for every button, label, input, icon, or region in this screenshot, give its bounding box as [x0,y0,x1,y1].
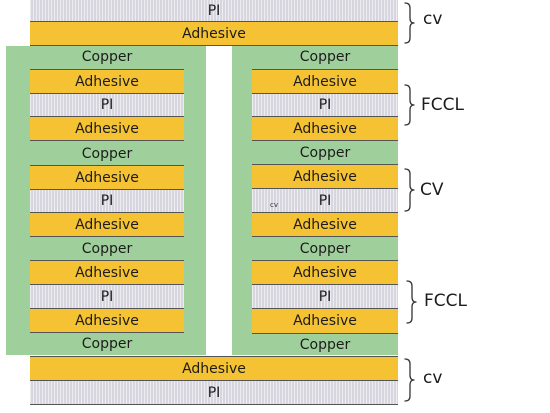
right-adhesive-4-label: Adhesive [293,216,357,233]
left-copper-1: Copper [30,46,184,68]
small-cv-annotation: cv [270,201,278,209]
right-adhesive-1-label: Adhesive [293,73,357,90]
right-adhesive-2-label: Adhesive [293,120,357,137]
left-pi-3: PI [30,285,184,309]
left-pi-2-label: PI [100,193,114,209]
right-pi-1: PI [252,94,398,117]
left-adhesive-6-label: Adhesive [75,312,139,329]
brace-bottom-cv [404,358,415,402]
left-adhesive-1: Adhesive [30,69,184,94]
right-copper-4: Copper [252,334,398,355]
group-label-fccl-1: FCCL [421,95,464,115]
left-copper-2-label: Copper [81,145,133,162]
right-adhesive-3-label: Adhesive [293,168,357,185]
left-pi-2: PI [30,190,184,213]
right-copper-1-label: Copper [299,49,351,65]
left-adhesive-3-label: Adhesive [75,169,139,186]
left-adhesive-4: Adhesive [30,213,184,237]
right-pi-1-label: PI [318,97,332,113]
bottom-pi-layer: PI [30,381,398,405]
right-pi-2-label: PI [318,192,332,209]
right-adhesive-1: Adhesive [252,69,398,94]
right-copper-2: Copper [252,142,398,164]
left-pi-3-label: PI [100,288,114,305]
top-adhesive-label: Adhesive [182,25,246,42]
left-adhesive-6: Adhesive [30,309,184,333]
top-pi-layer: PI [30,0,398,22]
left-adhesive-2-label: Adhesive [75,120,139,137]
left-adhesive-4-label: Adhesive [75,216,139,233]
group-label-cv-middle: CV [420,180,444,200]
right-adhesive-6: Adhesive [252,309,398,334]
left-copper-3-label: Copper [81,241,133,257]
right-copper-2-label: Copper [299,145,351,161]
right-pi-3-label: PI [318,288,332,305]
right-adhesive-5-label: Adhesive [293,264,357,281]
left-adhesive-1-label: Adhesive [75,73,139,90]
center-slot [206,46,232,355]
left-copper-3: Copper [30,238,184,260]
right-adhesive-6-label: Adhesive [293,313,357,329]
right-adhesive-3: Adhesive [252,164,398,189]
group-label-top-cv: cv [423,9,443,29]
left-copper-1-label: Copper [81,49,133,65]
right-pi-3: PI [252,285,398,309]
brace-top-cv [404,2,415,44]
right-copper-1: Copper [252,46,398,68]
brace-fccl-1 [404,84,415,126]
brace-fccl-2 [406,280,417,324]
left-adhesive-2: Adhesive [30,117,184,141]
left-adhesive-3: Adhesive [30,165,184,190]
group-label-fccl-2: FCCL [424,291,467,311]
left-pi-1-label: PI [100,97,114,113]
brace-cv-middle [404,168,415,212]
right-copper-4-label: Copper [299,336,351,353]
left-copper-4: Copper [30,333,184,355]
bottom-adhesive-layer: Adhesive [30,356,398,381]
top-pi-label: PI [207,2,221,19]
left-adhesive-5: Adhesive [30,260,184,285]
right-pi-2: PI [252,189,398,213]
left-adhesive-5-label: Adhesive [75,264,139,281]
right-adhesive-4: Adhesive [252,213,398,237]
bottom-pi-label: PI [207,384,221,401]
right-adhesive-5: Adhesive [252,260,398,285]
left-pi-1: PI [30,94,184,117]
left-copper-4-label: Copper [81,336,133,352]
right-copper-3: Copper [252,237,398,260]
group-label-bottom-cv: cv [423,368,443,388]
left-copper-2: Copper [30,142,184,165]
right-adhesive-2: Adhesive [252,117,398,141]
bottom-adhesive-label: Adhesive [182,360,246,377]
right-copper-3-label: Copper [299,240,351,257]
top-adhesive-layer: Adhesive [30,22,398,46]
